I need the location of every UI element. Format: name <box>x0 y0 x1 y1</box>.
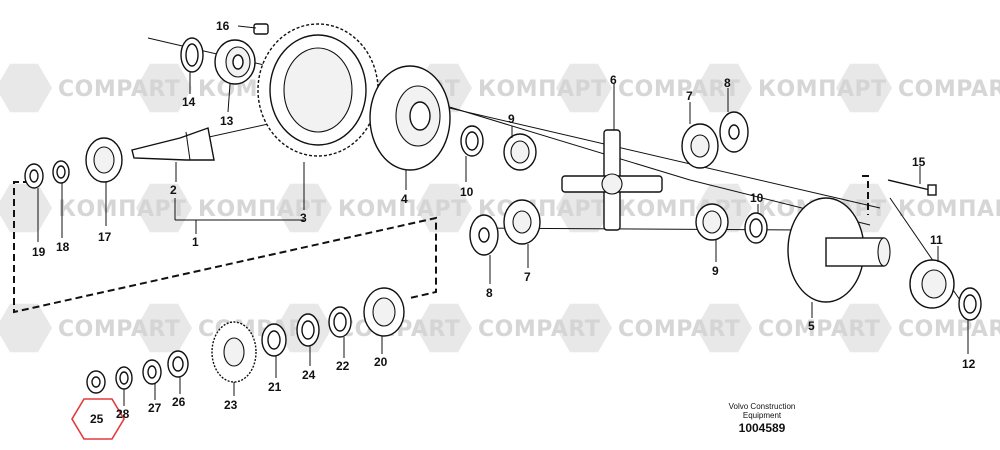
watermark-hexagon <box>836 63 892 113</box>
watermark-hexagon <box>556 303 612 353</box>
drawing-number: 1004589 <box>739 421 786 435</box>
callout-19: 19 <box>32 245 46 259</box>
callout-25: 25 <box>90 412 104 426</box>
watermark-text: COMPART <box>898 77 1000 102</box>
callout-2: 2 <box>170 183 177 197</box>
part-12-seal <box>958 287 982 321</box>
watermark-text: КОМПАРТ <box>898 197 1000 222</box>
part-2-pinion <box>131 127 215 161</box>
watermark-hexagon <box>136 303 192 353</box>
part-5-housing <box>787 197 891 303</box>
watermark-hexagon <box>836 303 892 353</box>
highlight-hexagon <box>71 398 125 440</box>
watermark-hexagon <box>696 63 752 113</box>
part-26-tab-washer <box>167 350 189 378</box>
watermark-hexagon <box>0 303 52 353</box>
callout-26: 26 <box>172 395 186 409</box>
part-24-ring <box>296 313 320 347</box>
part-18-seal <box>52 160 70 184</box>
callout-4: 4 <box>401 192 408 206</box>
part-8-thrust-washer-upper <box>719 111 749 153</box>
part-25-nut <box>86 370 106 394</box>
watermark-hexagon <box>136 183 192 233</box>
part-8-thrust-washer-lower <box>469 214 499 256</box>
caption-block: Volvo Construction Equipment 1004589 <box>729 402 796 435</box>
callout-16: 16 <box>216 19 230 33</box>
caption-line-1: Volvo Construction <box>729 402 796 411</box>
callout-24: 24 <box>302 368 316 382</box>
part-27-washer <box>142 359 162 385</box>
part-10-washer-lower <box>744 212 768 244</box>
watermark-text: COMPART <box>898 317 1000 342</box>
part-4-housing <box>369 65 451 171</box>
callout-18: 18 <box>56 240 70 254</box>
callout-3: 3 <box>300 211 307 225</box>
part-28-ring <box>115 366 133 390</box>
callout-7b: 7 <box>524 270 531 284</box>
part-19-seal <box>24 163 44 189</box>
callout-8b: 8 <box>486 286 493 300</box>
watermark-hexagon <box>556 63 612 113</box>
watermark-hexagon <box>696 303 752 353</box>
callout-7: 7 <box>686 89 693 103</box>
callout-1: 1 <box>192 235 199 249</box>
callout-10b: 10 <box>750 191 764 205</box>
watermark-hexagon <box>416 303 472 353</box>
part-9-side-gear-upper <box>503 133 537 171</box>
callout-20: 20 <box>374 355 388 369</box>
watermark-hexagon <box>0 183 52 233</box>
part-9-side-gear-lower <box>695 203 729 241</box>
watermark-layer: COMPARTКОМПАРТCOMPARTКОМПАРТCOMPARTКОМПА… <box>0 63 1000 353</box>
callout-5: 5 <box>808 319 815 333</box>
callout-22: 22 <box>336 359 350 373</box>
part-11-bearing <box>909 259 955 309</box>
leader-lines <box>37 25 969 406</box>
callout-27: 27 <box>148 401 162 415</box>
watermark-hexagon <box>136 63 192 113</box>
part-13-bearing <box>214 39 256 85</box>
watermark-hexagon <box>556 183 612 233</box>
callout-11: 11 <box>930 233 943 247</box>
part-6-spider <box>561 129 663 231</box>
callout-17: 17 <box>98 230 112 244</box>
dashed-link-lines <box>13 175 869 314</box>
callout-21: 21 <box>268 380 282 394</box>
part-17-bearing <box>85 137 123 183</box>
callout-10: 10 <box>460 185 474 199</box>
part-22-seal <box>328 306 352 338</box>
callout-23: 23 <box>224 398 238 412</box>
part-15-bolt <box>887 179 937 196</box>
watermark-hexagon <box>0 63 52 113</box>
callout-28: 28 <box>116 407 130 421</box>
part-3-ring-gear <box>257 23 379 157</box>
part-20-bearing <box>363 287 405 337</box>
part-10-washer-upper <box>460 125 484 157</box>
part-7-pinion-gear-upper <box>681 123 719 169</box>
callout-15: 15 <box>912 155 926 169</box>
callout-9b: 9 <box>712 264 719 278</box>
part-16-bolt <box>253 23 269 35</box>
part-7-pinion-gear-lower <box>503 199 541 245</box>
part-14-shim <box>180 37 204 73</box>
caption-line-2: Equipment <box>743 411 782 420</box>
callout-14: 14 <box>182 95 196 109</box>
callout-6: 6 <box>610 73 617 87</box>
callout-9: 9 <box>508 112 515 126</box>
part-21-sleeve <box>261 323 287 357</box>
callout-13: 13 <box>220 114 234 128</box>
callout-labels: 1 2 3 4 5 6 7 7 8 8 9 9 10 10 11 12 13 1… <box>32 19 976 426</box>
callout-12: 12 <box>962 357 976 371</box>
callout-8: 8 <box>724 76 731 90</box>
part-23-disc <box>211 321 257 383</box>
